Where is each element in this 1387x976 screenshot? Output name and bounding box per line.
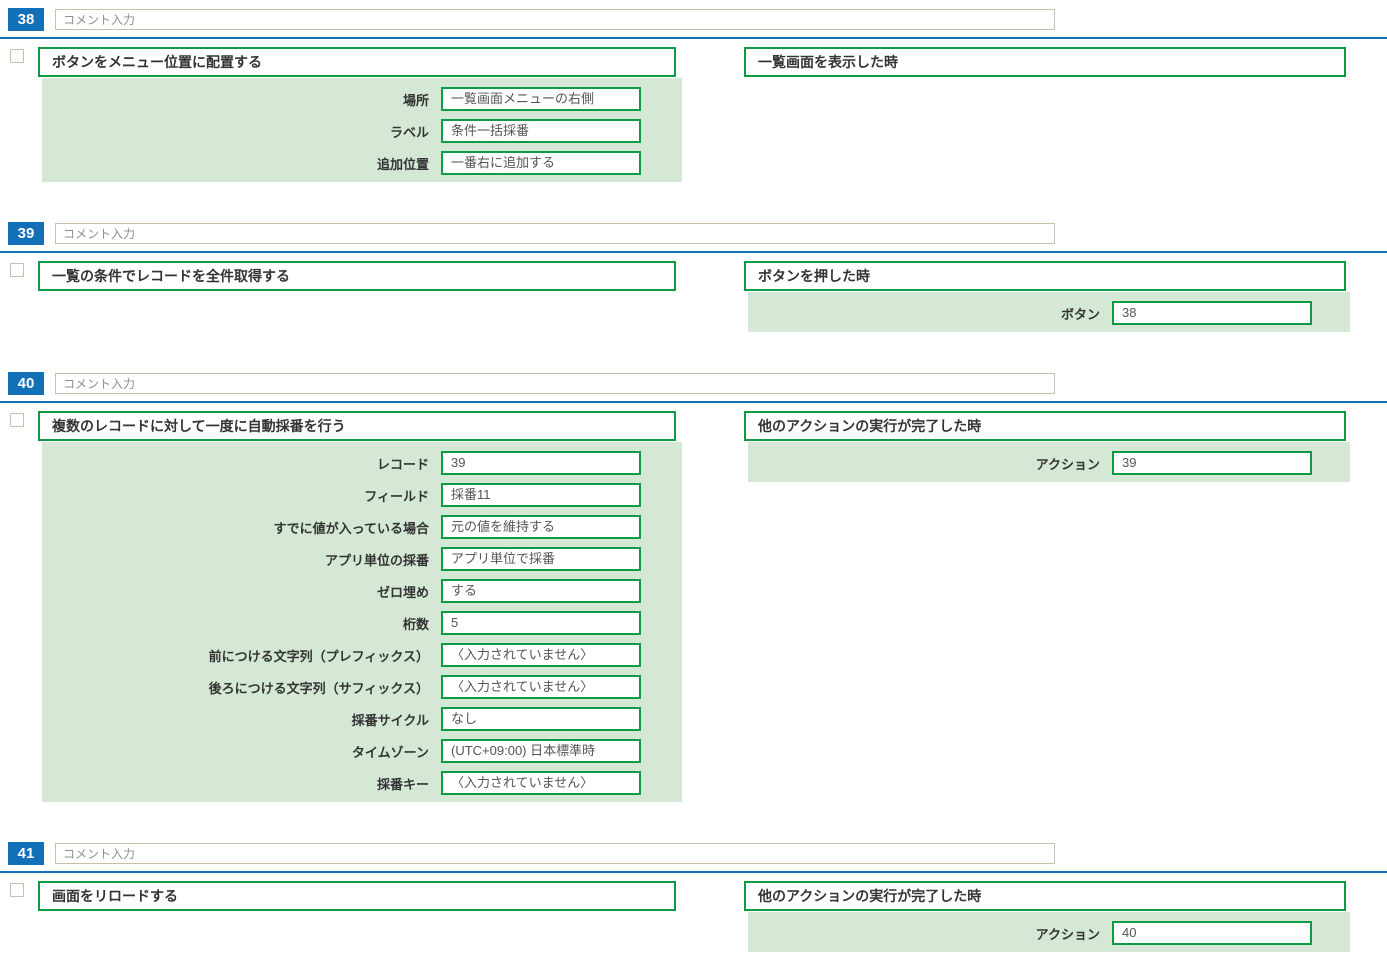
trigger-title: 他のアクションの実行が完了した時 [744, 411, 1346, 441]
action-section: 41 画面をリロードする 他のアクションの実行が完了した時 アクション 40 [0, 834, 1387, 952]
param-value-field[interactable]: アプリ単位で採番 [441, 547, 641, 571]
param-row: アクション 40 [748, 921, 1350, 945]
param-label: 場所 [402, 92, 429, 108]
param-value-field[interactable]: 〈入力されていません〉 [441, 675, 641, 699]
param-value-field[interactable]: 一覧画面メニューの右側 [441, 87, 641, 111]
section-header: 39 [0, 214, 1387, 253]
param-row: ボタン 38 [748, 301, 1350, 325]
param-row: 前につける文字列（プレフィックス） 〈入力されていません〉 [42, 643, 682, 667]
param-value-field[interactable]: 40 [1112, 921, 1312, 945]
param-label: ボタン [1060, 306, 1100, 322]
step-number-badge: 38 [8, 8, 44, 31]
action-column: 一覧の条件でレコードを全件取得する [38, 261, 676, 291]
param-row: 桁数 5 [42, 611, 682, 635]
step-number-badge: 39 [8, 222, 44, 245]
param-value-field[interactable]: 39 [1112, 451, 1312, 475]
actions-list: 38 ボタンをメニュー位置に配置する 場所 一覧画面メニューの右側 ラベル 条件… [0, 0, 1387, 952]
select-checkbox[interactable] [10, 49, 24, 63]
section-body: 一覧の条件でレコードを全件取得する ボタンを押した時 ボタン 38 [0, 261, 1387, 332]
param-row: アクション 39 [748, 451, 1350, 475]
param-label: 追加位置 [376, 156, 429, 172]
action-title: 複数のレコードに対して一度に自動採番を行う [38, 411, 676, 441]
action-params-panel: 場所 一覧画面メニューの右側 ラベル 条件一括採番 追加位置 一番右に追加する [42, 78, 682, 182]
param-row: 追加位置 一番右に追加する [42, 151, 682, 175]
param-label: 後ろにつける文字列（サフィックス） [208, 680, 429, 696]
param-row: アプリ単位の採番 アプリ単位で採番 [42, 547, 682, 571]
param-row: 後ろにつける文字列（サフィックス） 〈入力されていません〉 [42, 675, 682, 699]
param-label: アプリ単位の採番 [324, 552, 429, 568]
trigger-column: 他のアクションの実行が完了した時 アクション 40 [744, 881, 1350, 952]
section-body: 画面をリロードする 他のアクションの実行が完了した時 アクション 40 [0, 881, 1387, 952]
param-value-field[interactable]: (UTC+09:00) 日本標準時 [441, 739, 641, 763]
param-label: ラベル [389, 124, 429, 140]
select-checkbox[interactable] [10, 883, 24, 897]
trigger-title: ボタンを押した時 [744, 261, 1346, 291]
section-body: 複数のレコードに対して一度に自動採番を行う レコード 39 フィールド 採番11… [0, 411, 1387, 802]
action-column: 画面をリロードする [38, 881, 676, 911]
section-body: ボタンをメニュー位置に配置する 場所 一覧画面メニューの右側 ラベル 条件一括採… [0, 47, 1387, 182]
comment-input[interactable] [55, 9, 1055, 30]
action-column: ボタンをメニュー位置に配置する 場所 一覧画面メニューの右側 ラベル 条件一括採… [38, 47, 682, 182]
action-title: 画面をリロードする [38, 881, 676, 911]
param-label: 採番サイクル [351, 712, 429, 728]
param-value-field[interactable]: 条件一括採番 [441, 119, 641, 143]
param-value-field[interactable]: 〈入力されていません〉 [441, 771, 641, 795]
param-label: タイムゾーン [351, 744, 429, 760]
trigger-column: ボタンを押した時 ボタン 38 [744, 261, 1350, 332]
action-section: 38 ボタンをメニュー位置に配置する 場所 一覧画面メニューの右側 ラベル 条件… [0, 0, 1387, 182]
trigger-column: 一覧画面を表示した時 [744, 47, 1346, 77]
trigger-params-panel: アクション 39 [748, 442, 1350, 482]
select-checkbox[interactable] [10, 263, 24, 277]
param-value-field[interactable]: 39 [441, 451, 641, 475]
param-label: 採番キー [376, 776, 429, 792]
section-header: 41 [0, 834, 1387, 873]
param-label: ゼロ埋め [376, 584, 429, 600]
param-value-field[interactable]: 一番右に追加する [441, 151, 641, 175]
param-row: すでに値が入っている場合 元の値を維持する [42, 515, 682, 539]
action-section: 39 一覧の条件でレコードを全件取得する ボタンを押した時 ボタン 38 [0, 214, 1387, 332]
section-header: 40 [0, 364, 1387, 403]
param-row: レコード 39 [42, 451, 682, 475]
param-label: 桁数 [402, 616, 429, 632]
action-section: 40 複数のレコードに対して一度に自動採番を行う レコード 39 フィールド 採… [0, 364, 1387, 802]
trigger-title: 他のアクションの実行が完了した時 [744, 881, 1346, 911]
param-row: ゼロ埋め する [42, 579, 682, 603]
action-params-panel: レコード 39 フィールド 採番11 すでに値が入っている場合 元の値を維持する… [42, 442, 682, 802]
param-value-field[interactable]: 〈入力されていません〉 [441, 643, 641, 667]
trigger-title: 一覧画面を表示した時 [744, 47, 1346, 77]
param-label: アクション [1035, 456, 1100, 472]
step-number-badge: 41 [8, 842, 44, 865]
param-value-field[interactable]: 38 [1112, 301, 1312, 325]
param-row: 場所 一覧画面メニューの右側 [42, 87, 682, 111]
param-row: ラベル 条件一括採番 [42, 119, 682, 143]
param-value-field[interactable]: なし [441, 707, 641, 731]
action-title: 一覧の条件でレコードを全件取得する [38, 261, 676, 291]
trigger-params-panel: アクション 40 [748, 912, 1350, 952]
comment-input[interactable] [55, 843, 1055, 864]
param-label: フィールド [364, 488, 429, 504]
action-column: 複数のレコードに対して一度に自動採番を行う レコード 39 フィールド 採番11… [38, 411, 682, 802]
param-row: フィールド 採番11 [42, 483, 682, 507]
trigger-column: 他のアクションの実行が完了した時 アクション 39 [744, 411, 1350, 482]
step-number-badge: 40 [8, 372, 44, 395]
trigger-params-panel: ボタン 38 [748, 292, 1350, 332]
comment-input[interactable] [55, 223, 1055, 244]
section-header: 38 [0, 0, 1387, 39]
param-value-field[interactable]: 5 [441, 611, 641, 635]
param-row: タイムゾーン (UTC+09:00) 日本標準時 [42, 739, 682, 763]
param-value-field[interactable]: する [441, 579, 641, 603]
param-label: レコード [376, 456, 429, 472]
param-label: 前につける文字列（プレフィックス） [208, 648, 429, 664]
select-checkbox[interactable] [10, 413, 24, 427]
action-title: ボタンをメニュー位置に配置する [38, 47, 676, 77]
param-label: アクション [1035, 926, 1100, 942]
param-value-field[interactable]: 元の値を維持する [441, 515, 641, 539]
param-label: すでに値が入っている場合 [273, 520, 429, 536]
param-row: 採番キー 〈入力されていません〉 [42, 771, 682, 795]
param-row: 採番サイクル なし [42, 707, 682, 731]
comment-input[interactable] [55, 373, 1055, 394]
param-value-field[interactable]: 採番11 [441, 483, 641, 507]
